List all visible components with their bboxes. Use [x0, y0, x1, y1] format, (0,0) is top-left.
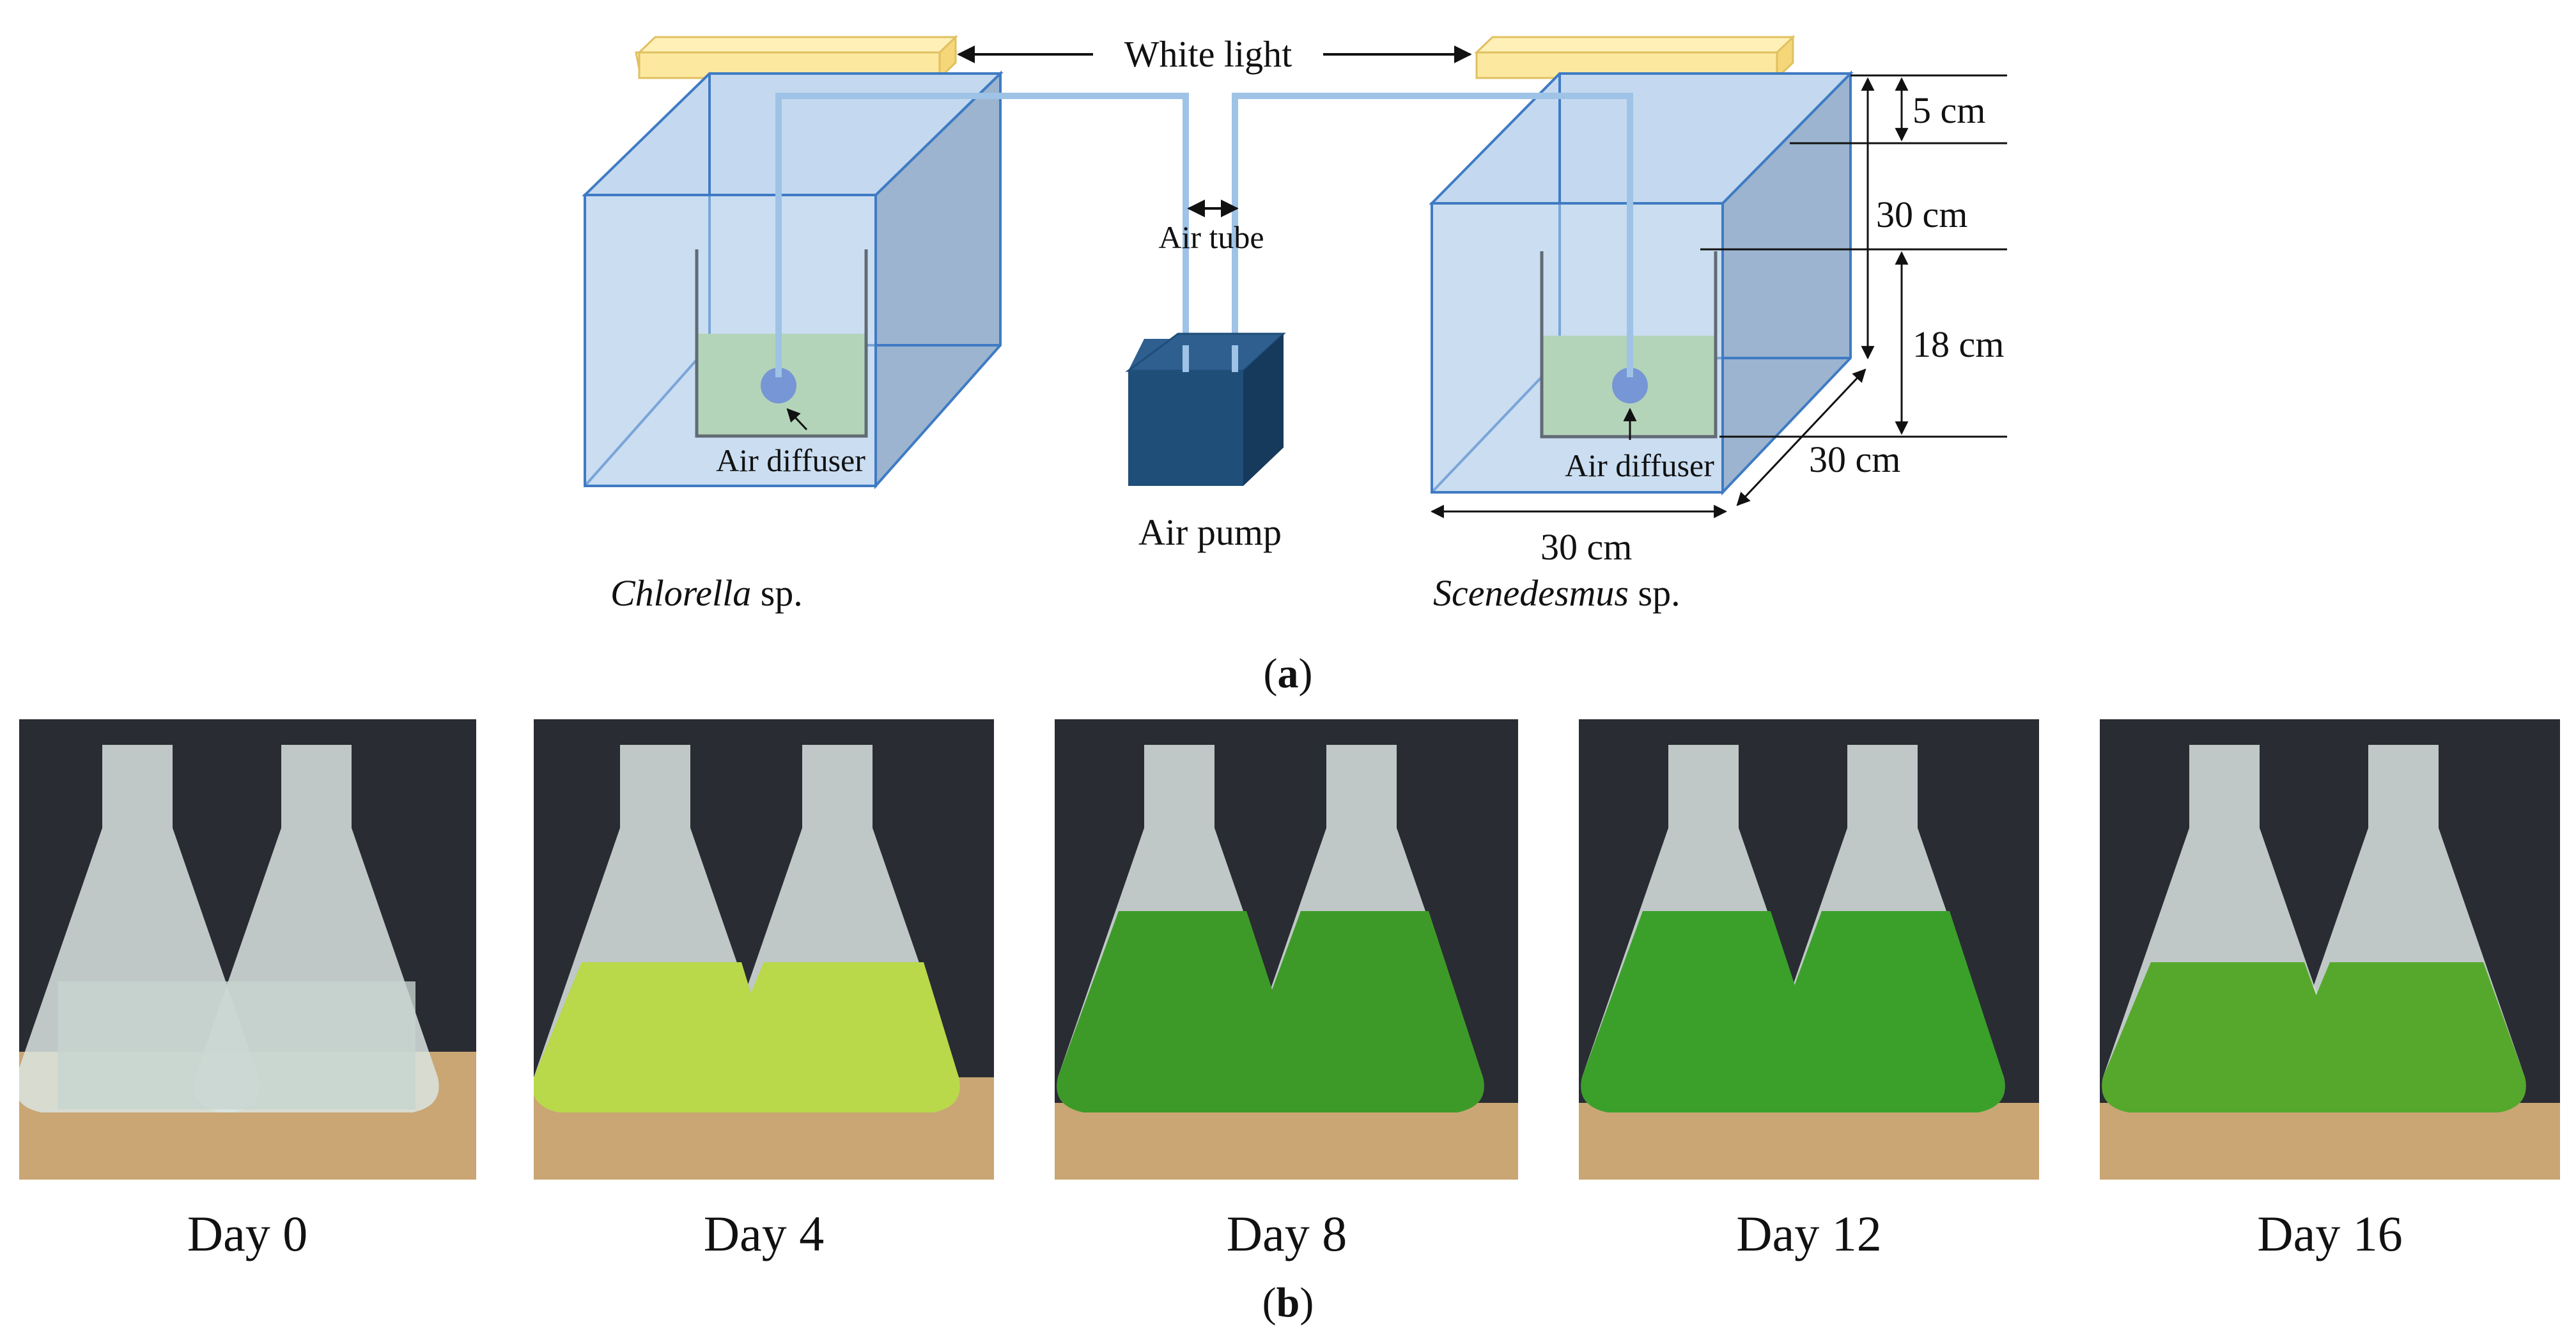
air-diffuser-left-label: Air diffuser [716, 442, 865, 478]
air-tube-label: Air tube [1158, 219, 1264, 255]
air-diffuser-right-label: Air diffuser [1565, 448, 1714, 483]
left-tank [582, 70, 1004, 490]
photo-day-8 [1055, 719, 1518, 1180]
dim-18cm: 18 cm [1913, 324, 2004, 365]
right-species-label: Scenedesmus sp. [1433, 572, 1680, 614]
air-tubes [775, 93, 1633, 377]
photo-day-4 [534, 719, 994, 1180]
air-pump-label: Air pump [1138, 511, 1282, 553]
day-label-16: Day 16 [2257, 1206, 2403, 1261]
right-light-bar [1474, 35, 1796, 81]
white-light-label: White light [1124, 33, 1292, 75]
day-label-12: Day 12 [1736, 1206, 1882, 1261]
left-species-label: Chlorella sp. [610, 572, 803, 614]
day-label-4: Day 4 [703, 1206, 825, 1261]
day-label-8: Day 8 [1226, 1206, 1347, 1261]
caption-b: (b) [1262, 1279, 1314, 1326]
photo-day-12 [1579, 719, 2039, 1180]
day-label-0: Day 0 [187, 1206, 308, 1261]
caption-a: (a) [1264, 650, 1313, 697]
setup-diagram: White light Air diffuser Air diffuser [582, 33, 2007, 697]
dim-30cm-depth: 30 cm [1809, 439, 1900, 480]
photo-day-0 [19, 719, 476, 1180]
dim-30cm-height: 30 cm [1876, 194, 1967, 235]
dimensions [1430, 74, 2007, 519]
photo-day-16 [2100, 719, 2560, 1180]
left-light-bar [635, 35, 958, 81]
dim-30cm-width: 30 cm [1540, 526, 1632, 568]
right-diffuser [1612, 368, 1648, 403]
air-pump [1125, 332, 1286, 486]
right-tank [1429, 70, 1854, 495]
left-diffuser [761, 368, 796, 403]
dim-5cm: 5 cm [1913, 90, 1985, 131]
